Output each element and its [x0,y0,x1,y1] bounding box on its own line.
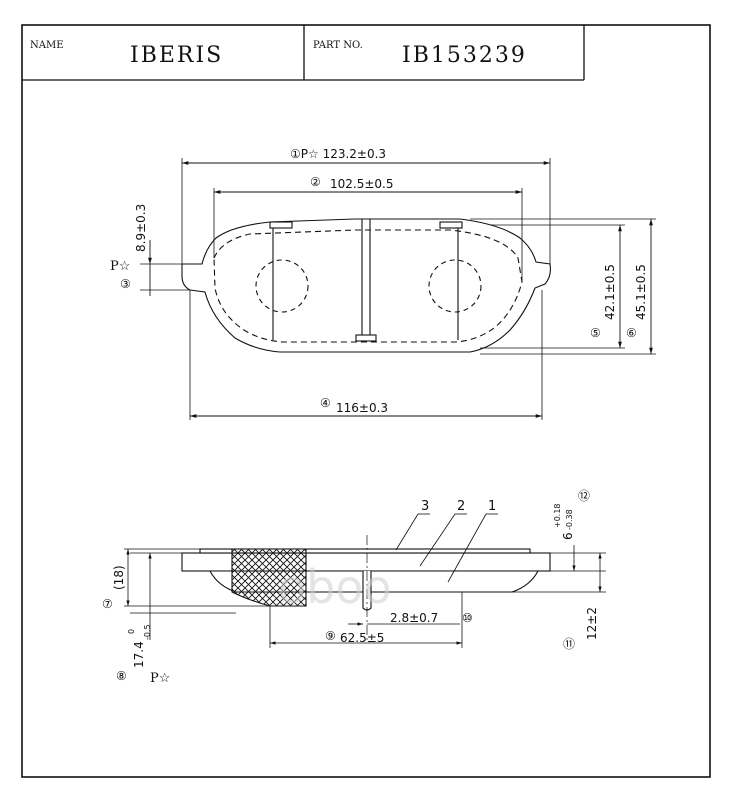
backing-plate-outline [181,218,551,353]
top-dimension-lines [148,161,653,418]
pad-top-view [181,218,551,353]
dim8-sup: 0 [127,629,136,634]
dim12-sub: -0.38 [565,509,574,530]
dim6-number: ⑥ [626,326,637,340]
dim1-label: ①P☆ 123.2±0.3 [290,147,386,161]
title-block: NAME IBERIS PART NO. IB153239 [22,25,585,81]
dim10-label: 2.8±0.7 [390,611,438,625]
dim11-number: ⑪ [563,637,575,651]
part-number: IB153239 [402,43,527,68]
right-top-tab [439,221,463,229]
side-dimension-lines [124,545,606,648]
dim11-label: 12±2 [585,607,599,640]
dim3-p-label: P☆ [110,259,130,274]
dim5-number: ⑤ [590,326,601,340]
dim3-label: 8.9±0.3 [134,204,148,252]
layer-leaders [395,513,498,583]
dim5-label: 42.1±0.5 [603,264,617,320]
watermark: oboo [278,560,392,614]
dim8-sub: -0.5 [143,624,152,640]
layer-2-label: 2 [457,499,465,514]
name-label: NAME [30,40,64,51]
friction-outline [213,229,523,343]
left-top-tab [269,221,293,229]
left-piston-circle [255,259,309,313]
dim9-label: 62.5±5 [340,631,384,645]
dim3-number: ③ [120,277,131,291]
layer-3-label: 3 [421,499,429,514]
center-clip [355,334,377,342]
dim6-label: 45.1±0.5 [634,264,648,320]
dim2-label: 102.5±0.5 [330,177,394,191]
dim4-number: ④ [320,396,331,410]
dim8-number: ⑧ [116,669,127,683]
hatched-section [231,548,307,607]
part-label: PART NO. [313,40,363,51]
layer-1-label: 1 [488,499,496,514]
dim4-label: 116±0.3 [336,401,388,415]
dim9-number: ⑨ [325,629,336,643]
dim7-number: ⑦ [102,597,113,611]
dim12-label: 6 [561,532,575,540]
dim8-p-label: P☆ [150,671,170,686]
name-value: IBERIS [130,43,223,68]
dim12-sup: +0.18 [553,503,562,528]
dim12-number: ⑫ [578,489,590,503]
right-piston-circle [428,259,482,313]
dim2-number: ② [310,175,321,189]
pad-side-view [181,548,551,611]
drawing-frame [21,24,711,778]
dim10-number: ⑩ [462,611,473,625]
dim7-label: (18) [112,565,126,590]
dim8-label: 17.4 [132,641,146,668]
top-extension-lines [140,158,656,420]
shim-layer [199,548,531,554]
